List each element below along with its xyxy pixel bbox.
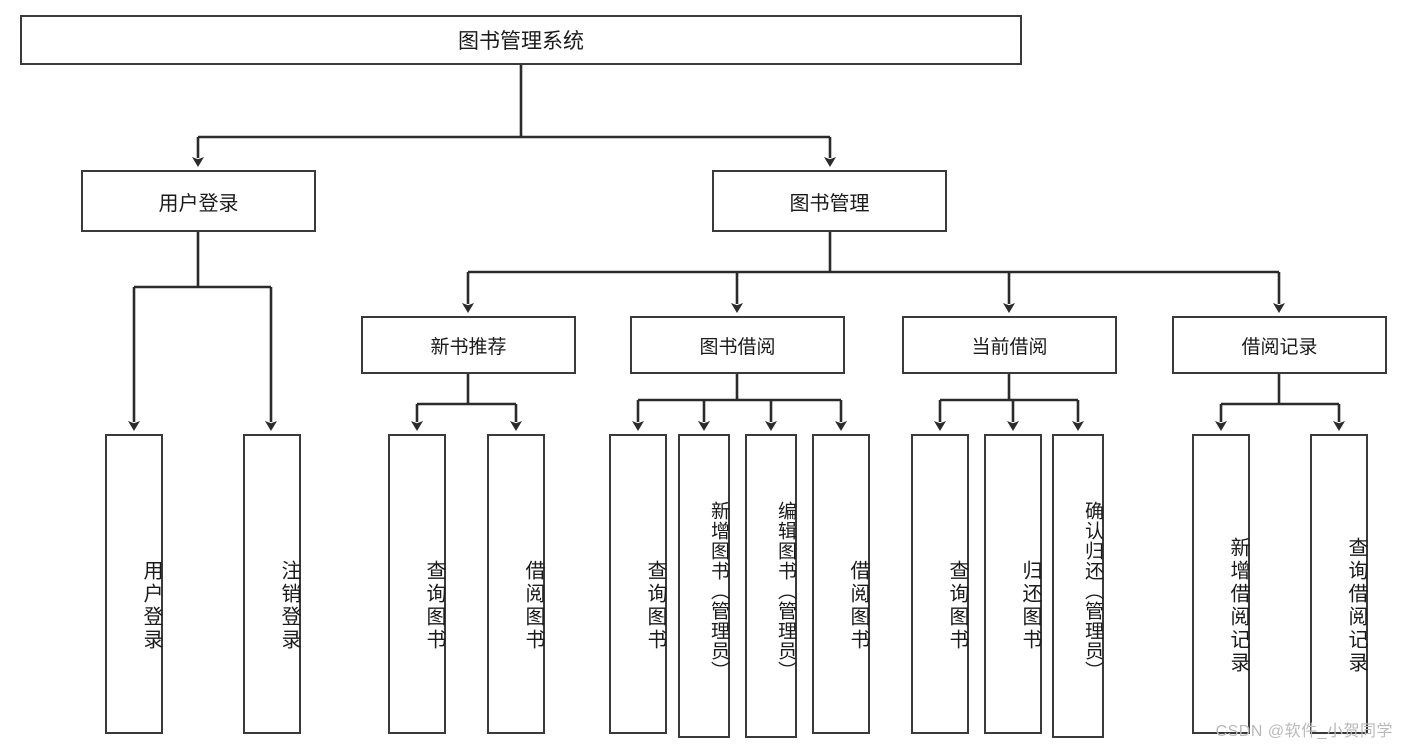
node-new-book-rec-label: 新书推荐 <box>430 336 507 358</box>
node-leaf-borrow-book-label: 借阅图书 <box>847 560 869 652</box>
node-leaf-return-book-label: 归还图书 <box>1019 560 1041 652</box>
node-leaf-borrow-book-rec[interactable]: 借阅图书 <box>487 434 545 734</box>
node-book-borrow[interactable]: 图书借阅 <box>630 316 845 374</box>
node-leaf-logout[interactable]: 注销登录 <box>243 434 301 734</box>
node-root-label: 图书管理系统 <box>458 30 584 53</box>
node-leaf-query-book-cur[interactable]: 查询图书 <box>911 434 969 734</box>
node-current-borrow-label: 当前借阅 <box>971 336 1048 358</box>
node-leaf-query-book-rec[interactable]: 查询图书 <box>388 434 446 734</box>
node-leaf-query-book-borrow-label: 查询图书 <box>644 560 666 652</box>
node-current-borrow[interactable]: 当前借阅 <box>902 316 1117 374</box>
node-user-login-label: 用户登录 <box>158 192 239 215</box>
node-leaf-query-record[interactable]: 查询借阅记录 <box>1310 434 1368 734</box>
node-leaf-query-book-rec-label: 查询图书 <box>423 560 445 652</box>
node-leaf-add-book[interactable]: 新增图书（管理员） <box>678 434 730 738</box>
node-borrow-record-label: 借阅记录 <box>1241 336 1318 358</box>
node-leaf-add-record-label: 新增借阅记录 <box>1227 537 1249 675</box>
node-leaf-edit-book[interactable]: 编辑图书（管理员） <box>745 434 797 738</box>
node-book-borrow-label: 图书借阅 <box>699 336 776 358</box>
node-book-manage[interactable]: 图书管理 <box>712 170 947 232</box>
node-leaf-confirm-return-label: 确认归还（管理员） <box>1082 501 1103 681</box>
node-leaf-query-book-cur-label: 查询图书 <box>946 560 968 652</box>
node-leaf-user-login-label: 用户登录 <box>140 560 162 652</box>
node-leaf-query-record-label: 查询借阅记录 <box>1345 537 1367 675</box>
node-borrow-record[interactable]: 借阅记录 <box>1172 316 1387 374</box>
watermark: CSDN @软件_小贺同学 <box>1215 723 1393 740</box>
node-book-manage-label: 图书管理 <box>789 192 870 215</box>
node-leaf-logout-label: 注销登录 <box>278 560 300 652</box>
node-leaf-confirm-return[interactable]: 确认归还（管理员） <box>1052 434 1104 738</box>
node-leaf-borrow-book-rec-label: 借阅图书 <box>522 560 544 652</box>
node-leaf-return-book[interactable]: 归还图书 <box>984 434 1042 734</box>
node-leaf-query-book-borrow[interactable]: 查询图书 <box>609 434 667 734</box>
node-leaf-add-record[interactable]: 新增借阅记录 <box>1192 434 1250 734</box>
node-leaf-add-book-label: 新增图书（管理员） <box>708 501 729 681</box>
node-user-login[interactable]: 用户登录 <box>81 170 316 232</box>
node-leaf-edit-book-label: 编辑图书（管理员） <box>775 501 796 681</box>
node-new-book-rec[interactable]: 新书推荐 <box>361 316 576 374</box>
node-root[interactable]: 图书管理系统 <box>20 15 1022 65</box>
node-leaf-borrow-book[interactable]: 借阅图书 <box>812 434 870 734</box>
node-leaf-user-login[interactable]: 用户登录 <box>105 434 163 734</box>
